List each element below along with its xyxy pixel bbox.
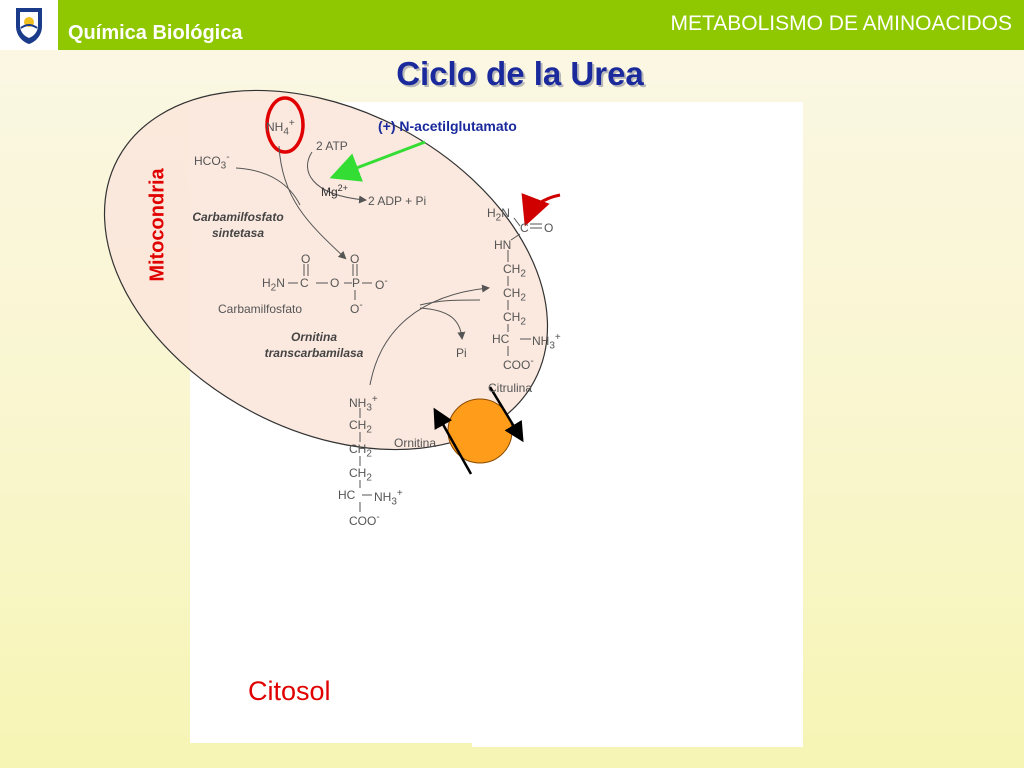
bicarbonate-label: HCO3- xyxy=(194,152,230,172)
citrulline-nh3: NH3+ xyxy=(532,332,561,352)
phosphoryl-o: O xyxy=(350,252,360,266)
ornithine-ch2-3: CH2 xyxy=(349,466,372,484)
carbamoyl-h2n: H2N xyxy=(262,276,285,294)
cytosol-label: Citosol xyxy=(248,676,331,706)
transporter-export-arrow xyxy=(488,386,524,443)
carbamoyl-o-minus: O- xyxy=(375,276,388,292)
transporter-import-arrow xyxy=(433,407,473,475)
section-title: METABOLISMO DE AMINOACIDOS xyxy=(670,12,1013,35)
slide-title: Ciclo de la Urea xyxy=(396,55,644,92)
carbamoyl-p: P xyxy=(352,276,361,290)
atp-label: 2 ATP xyxy=(316,139,348,153)
ornithine-coo: COO- xyxy=(349,512,380,528)
ammonium-to-carbamoyl-arrow xyxy=(278,145,347,260)
citrulline-hc: HC xyxy=(492,332,510,346)
activator-arrow xyxy=(329,140,426,182)
ornithine-hc: HC xyxy=(338,488,356,502)
ammonium-label: NH4+ xyxy=(266,118,295,138)
adp-label: 2 ADP + Pi xyxy=(368,194,427,208)
carbamoyl-c: C xyxy=(300,276,309,290)
ammonium-highlight-circle xyxy=(265,96,305,154)
magnesium-label: Mg2+ xyxy=(321,183,348,199)
ornithine-ch2-1: CH2 xyxy=(349,418,372,436)
carbamoyl-to-pi-arrow xyxy=(419,307,466,340)
citrulline-hn: HN xyxy=(494,238,512,252)
course-title: Química Biológica xyxy=(68,22,243,44)
citrulline-structure xyxy=(507,217,542,356)
citrulline-label: Citrulina xyxy=(488,381,533,395)
activator-label: (+) N-acetilglutamato xyxy=(378,118,517,134)
ornithine-ch2-2: CH2 xyxy=(349,442,372,460)
bicarbonate-curve xyxy=(235,167,301,206)
citrulline-o: O xyxy=(544,221,554,235)
ornithine-nh3: NH3+ xyxy=(349,394,378,414)
university-shield-icon xyxy=(16,8,42,44)
citrulline-h2n: H2N xyxy=(487,206,510,224)
citrulline-c: C xyxy=(520,221,529,235)
pi-release-curve xyxy=(419,299,481,306)
carbamoyl-o-bridge: O xyxy=(330,276,340,290)
mitochondria-label: Mitocondria xyxy=(146,168,169,282)
logo xyxy=(0,0,58,50)
ornithine-to-citrulline-arrow xyxy=(369,284,490,386)
citrulline-ch2-2: CH2 xyxy=(503,286,526,304)
ornithine-nh3-alpha: NH3+ xyxy=(374,488,403,508)
atp-curve xyxy=(307,151,367,204)
ornithine-label: Ornitina xyxy=(394,436,437,450)
mitochondria-membrane xyxy=(103,89,549,451)
ornithine-structure xyxy=(359,408,372,512)
header-bar: Química Biológica METABOLISMO DE AMINOAC… xyxy=(0,0,1024,50)
phosphate-label: Pi xyxy=(456,346,467,360)
carbamoyl-phosphate-structure xyxy=(288,264,372,300)
carbamoyl-carbonyl-o: O xyxy=(301,252,311,266)
phosphoryl-o-minus: O- xyxy=(350,300,363,316)
citrulline-coo: COO- xyxy=(503,356,534,372)
citrulline-ch2-3: CH2 xyxy=(503,310,526,328)
citrulline-ch2-1: CH2 xyxy=(503,262,526,280)
carbamoyl-phosphate-label: Carbamilfosfato xyxy=(218,302,303,316)
activation-arrow xyxy=(521,193,561,227)
